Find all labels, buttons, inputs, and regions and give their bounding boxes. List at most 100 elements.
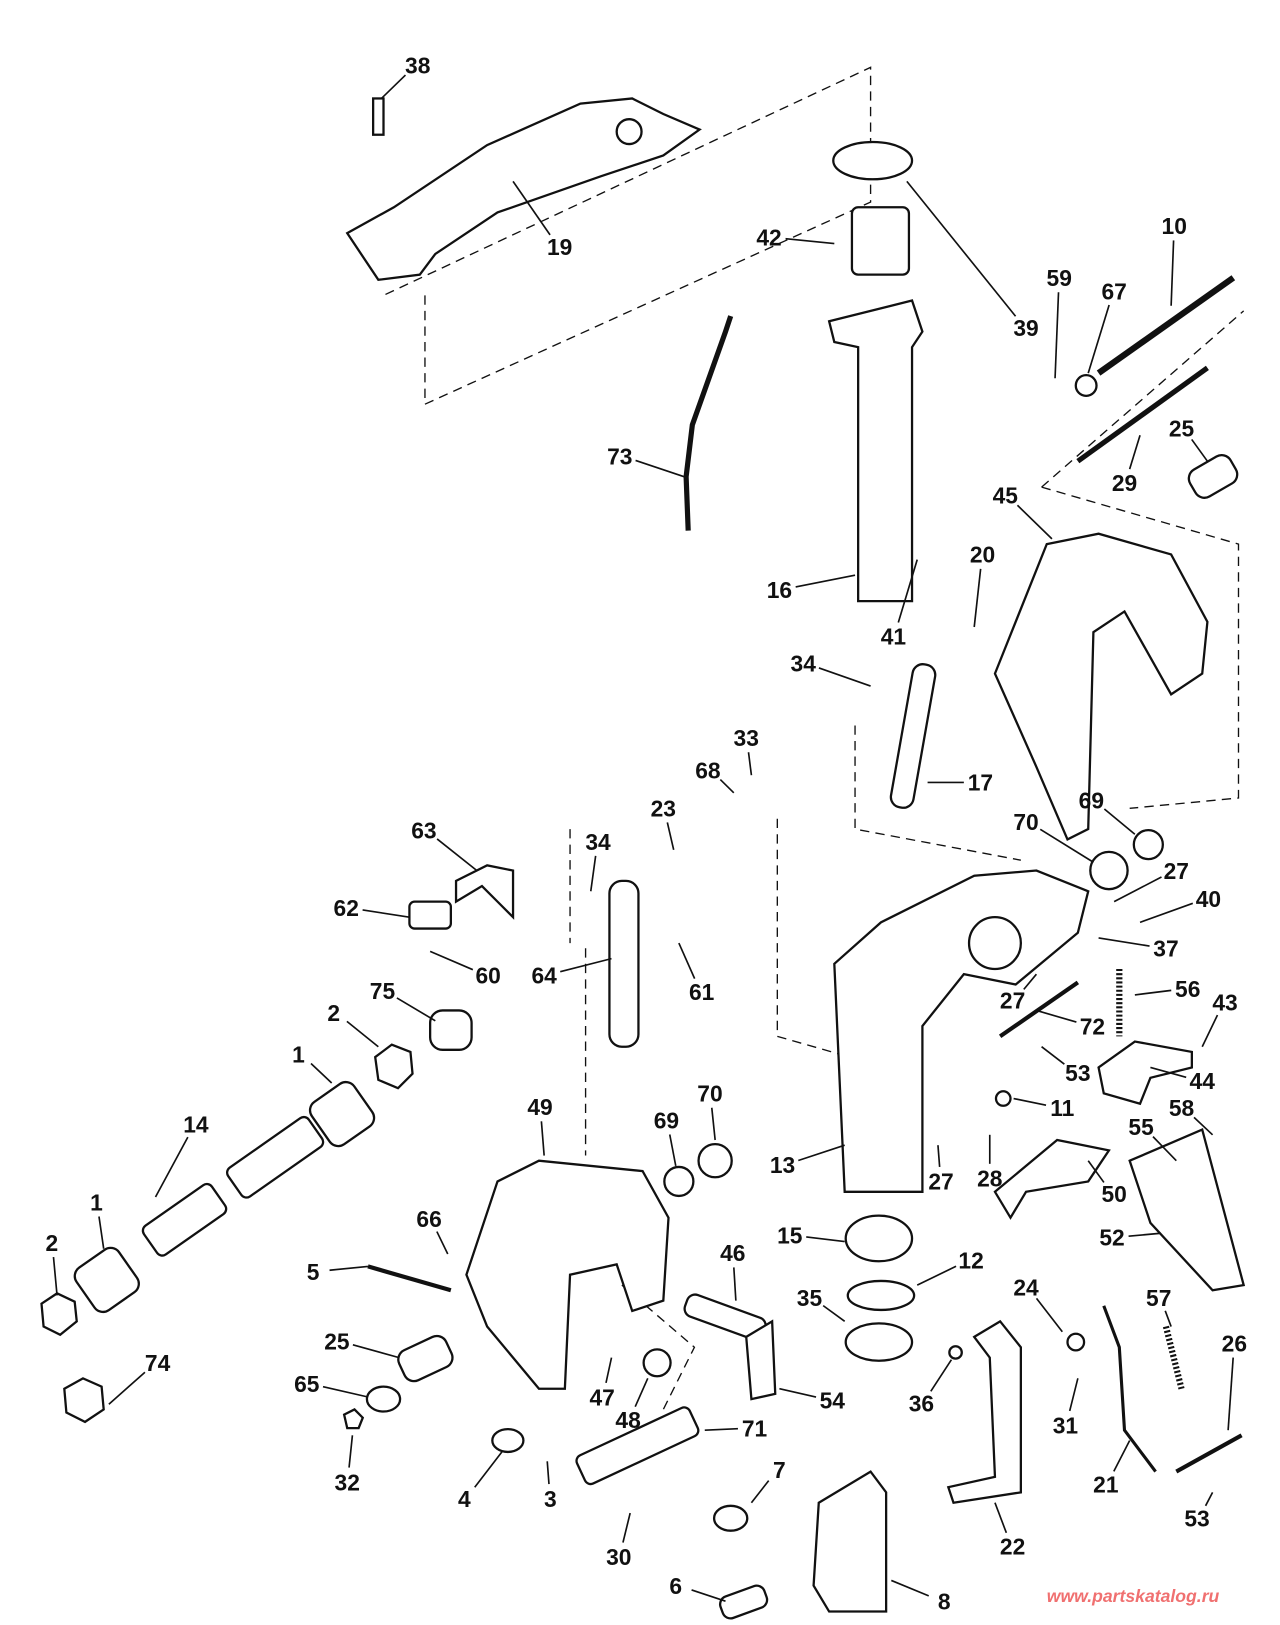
leader-line-49 xyxy=(540,1121,545,1156)
callout-25: 25 xyxy=(324,1328,350,1354)
callout-47: 47 xyxy=(590,1384,615,1410)
callout-43: 43 xyxy=(1212,989,1237,1015)
callout-11: 11 xyxy=(1050,1095,1074,1121)
leader-line-67 xyxy=(1087,304,1110,374)
leader-line-75 xyxy=(396,997,436,1022)
part-14-screw-right xyxy=(225,1115,325,1199)
leader-line-23 xyxy=(666,822,675,850)
guide-line xyxy=(383,66,872,406)
leader-line-40 xyxy=(1139,902,1194,924)
callout-20: 20 xyxy=(970,542,995,568)
callout-24: 24 xyxy=(1013,1274,1039,1300)
callout-21: 21 xyxy=(1093,1471,1119,1497)
leader-line-1 xyxy=(310,1062,333,1084)
callout-50: 50 xyxy=(1101,1181,1126,1207)
part-25-bushing xyxy=(1187,453,1239,499)
part-72-rod xyxy=(998,980,1080,1039)
leader-line-7 xyxy=(750,1480,770,1504)
part-35-seal xyxy=(844,1322,914,1362)
part-12-ring xyxy=(846,1279,916,1312)
leader-line-5 xyxy=(329,1265,369,1272)
part-49-bracket xyxy=(465,1159,670,1390)
leader-line-6 xyxy=(691,1589,726,1602)
callout-2: 2 xyxy=(46,1230,59,1256)
leader-line-62 xyxy=(362,909,410,918)
guide-line xyxy=(776,818,851,1058)
part-17-link xyxy=(889,663,937,809)
part-19-pivot xyxy=(615,118,643,146)
leader-line-55 xyxy=(1152,1136,1177,1162)
callout-35: 35 xyxy=(797,1285,823,1311)
callout-6: 6 xyxy=(669,1573,682,1599)
leader-line-12 xyxy=(916,1265,957,1286)
leader-line-8 xyxy=(890,1579,930,1597)
callout-62: 62 xyxy=(334,895,359,921)
part-75-bushing xyxy=(428,1009,473,1051)
leader-line-27 xyxy=(1113,876,1162,903)
leader-line-2 xyxy=(52,1256,58,1296)
leader-line-14 xyxy=(154,1136,189,1198)
callout-65: 65 xyxy=(294,1371,320,1397)
part-38-bolt xyxy=(371,97,385,136)
callout-14: 14 xyxy=(183,1112,209,1138)
callout-4: 4 xyxy=(458,1486,471,1512)
leader-line-41 xyxy=(897,559,919,623)
part-13-bore xyxy=(967,916,1022,971)
part-57-spring xyxy=(1162,1325,1185,1390)
part-74-knob xyxy=(63,1377,105,1424)
callout-73: 73 xyxy=(607,443,632,469)
leader-line-44 xyxy=(1150,1066,1187,1079)
part-13-housing xyxy=(833,869,1090,1193)
leader-line-35 xyxy=(822,1304,846,1323)
leader-line-66 xyxy=(436,1231,449,1255)
leader-line-56 xyxy=(1134,989,1172,996)
callout-31: 31 xyxy=(1053,1412,1079,1438)
leader-line-63 xyxy=(436,838,478,872)
part-62-block xyxy=(408,900,453,930)
leader-line-71 xyxy=(704,1427,738,1431)
callout-27: 27 xyxy=(1000,987,1025,1013)
leader-line-69 xyxy=(1103,808,1136,835)
part-50-plate xyxy=(993,1138,1111,1220)
leader-line-59 xyxy=(1054,292,1060,379)
callout-36: 36 xyxy=(909,1391,934,1417)
watermark: www.partskatalog.ru xyxy=(1047,1586,1220,1606)
leader-line-47 xyxy=(605,1357,613,1384)
callout-28: 28 xyxy=(977,1166,1002,1192)
part-32-nut xyxy=(342,1408,365,1430)
callout-13: 13 xyxy=(770,1152,795,1178)
leader-line-53 xyxy=(1204,1491,1214,1507)
leader-line-43 xyxy=(1201,1014,1219,1048)
leader-line-1 xyxy=(98,1216,105,1249)
part-52-lever xyxy=(1128,1128,1246,1292)
leader-line-32 xyxy=(348,1435,354,1468)
leader-line-52 xyxy=(1128,1232,1161,1237)
callout-29: 29 xyxy=(1112,470,1137,496)
callout-54: 54 xyxy=(820,1387,846,1413)
callout-58: 58 xyxy=(1169,1095,1194,1121)
part-54-lever xyxy=(745,1319,777,1401)
leader-line-20 xyxy=(973,568,982,628)
leader-line-65 xyxy=(322,1385,369,1398)
part-1-sleeve-left xyxy=(73,1246,140,1314)
leader-line-22 xyxy=(994,1502,1008,1534)
part-6-pad xyxy=(718,1584,769,1620)
callout-27: 27 xyxy=(928,1169,953,1195)
callout-25: 25 xyxy=(1169,415,1195,441)
callout-15: 15 xyxy=(777,1223,803,1249)
leader-line-34 xyxy=(818,667,871,687)
leader-line-39 xyxy=(906,180,1017,317)
leader-line-30 xyxy=(622,1512,631,1543)
part-24-clip xyxy=(1066,1332,1086,1352)
part-42-bushing xyxy=(850,206,911,276)
callout-55: 55 xyxy=(1128,1114,1154,1140)
callout-71: 71 xyxy=(742,1415,768,1441)
part-73-rod xyxy=(683,315,734,531)
callout-10: 10 xyxy=(1162,213,1187,239)
callout-45: 45 xyxy=(993,483,1019,509)
callout-60: 60 xyxy=(476,962,501,988)
callout-32: 32 xyxy=(335,1469,360,1495)
part-29-rod xyxy=(1076,365,1209,464)
leader-line-73 xyxy=(635,459,685,478)
